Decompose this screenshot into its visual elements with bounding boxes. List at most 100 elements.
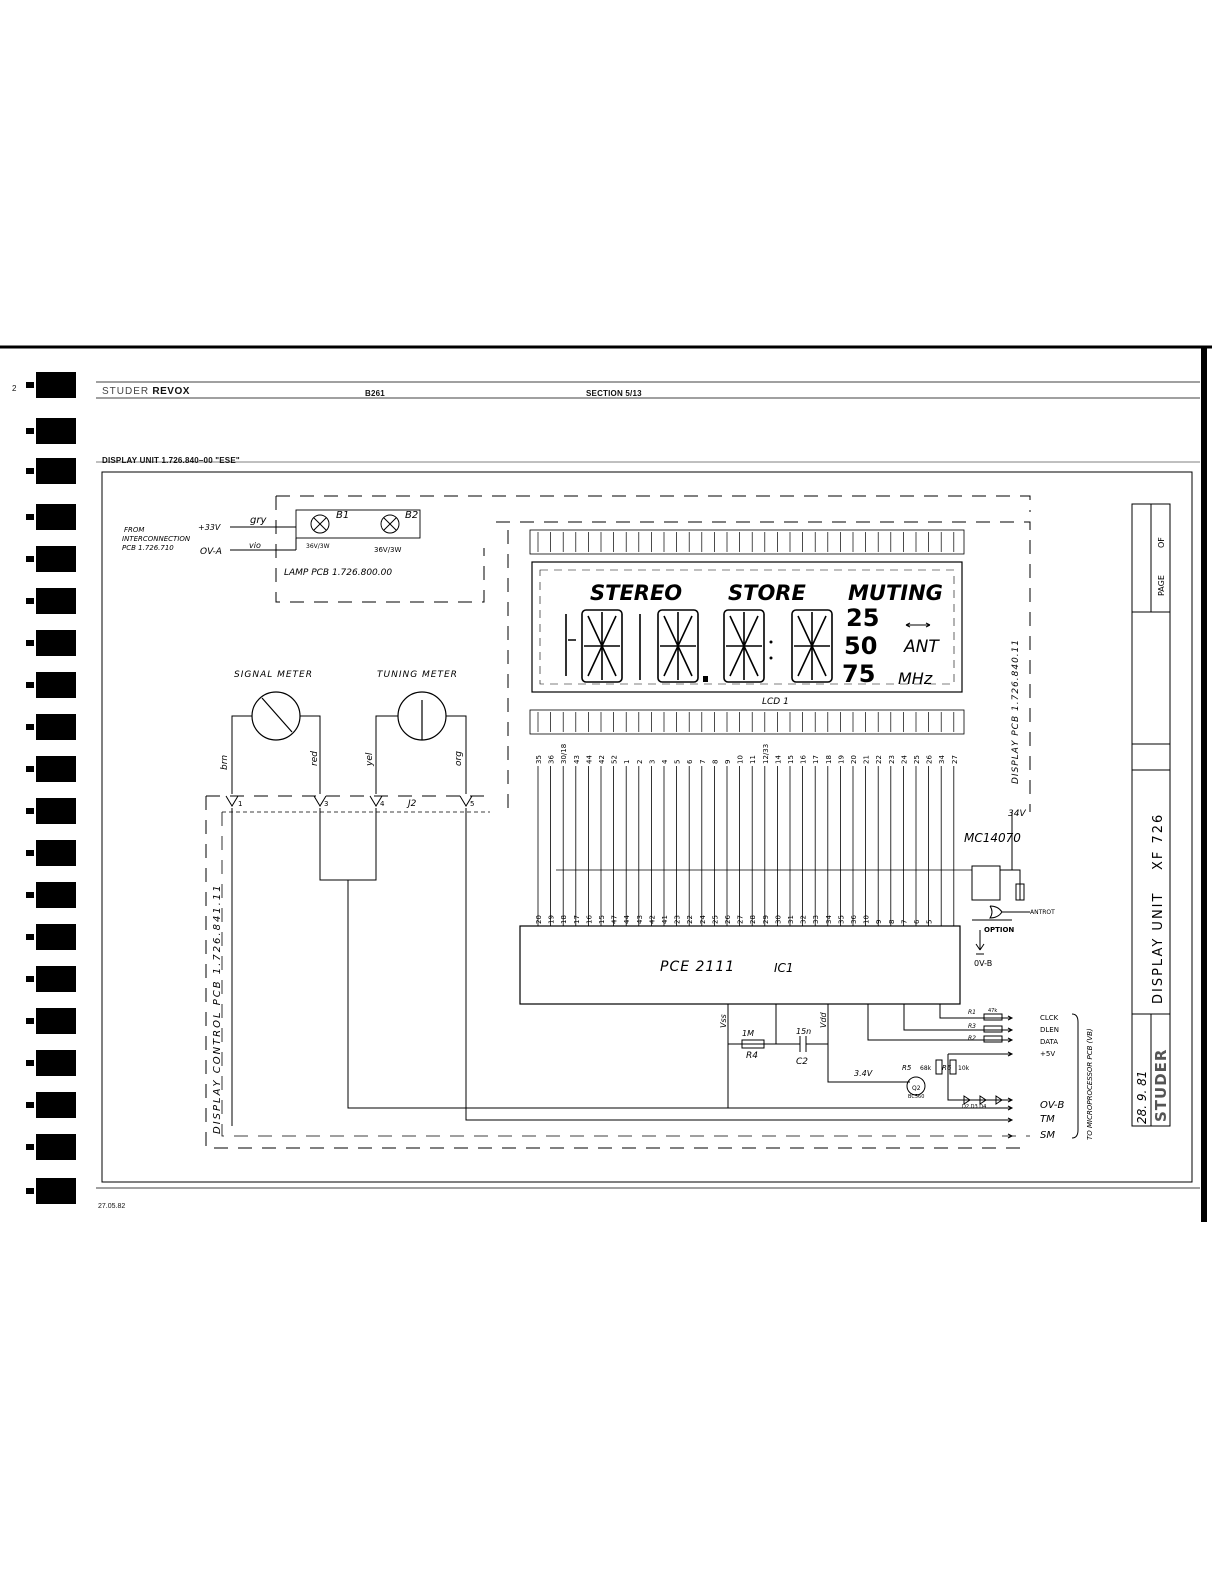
wire-yel-label: yel (365, 752, 375, 767)
brand-revox: REVOX (152, 386, 190, 397)
lcd-mhz-indicator: MHz (898, 669, 933, 688)
title-of-label: OF (1157, 537, 1166, 548)
meter-pin-label: 4 (380, 800, 385, 808)
v34-bottom-label: 3.4V (854, 1069, 873, 1078)
ic-pin-number: 44 (623, 915, 631, 924)
ic-pin-number: 30 (774, 915, 782, 924)
ic-pin-number: 25 (711, 915, 719, 924)
meter-pin-label: 5 (470, 800, 474, 808)
meter-pin-label: 1 (238, 800, 242, 808)
ic-pin-number: 19 (548, 915, 556, 924)
lcd-pin-number: 6 (686, 759, 694, 764)
ic-pin-number: 18 (560, 915, 568, 924)
binder-hole (26, 546, 76, 572)
ic-pin-number: 17 (573, 915, 581, 924)
ic-pin-number: 26 (724, 915, 732, 924)
ic1-chip (519, 925, 961, 1005)
wire-red-label: red (310, 751, 320, 766)
diodes-label: D2 D3 D4 (962, 1104, 986, 1110)
lcd-pin-number: 8 (711, 760, 719, 764)
signal-tm: TM (1040, 1114, 1055, 1125)
antrot-label: ANTROT (1030, 909, 1055, 916)
footer-date: 27.05.82 (98, 1203, 126, 1210)
c2-label: C2 (796, 1057, 808, 1067)
r5-value: 68k (920, 1065, 932, 1072)
lcd-pin-number: 52 (611, 755, 619, 764)
ic-pin-number: 7 (900, 920, 908, 924)
brand-logo: STUDER REVOX (102, 386, 190, 397)
title-model: XF 726 (1151, 813, 1166, 870)
model-number: B261 (365, 389, 385, 398)
lcd-50-indicator: 50 (844, 632, 877, 660)
lcd-pin-number: 43 (573, 755, 581, 764)
lcd-pin-number: 16 (800, 755, 808, 764)
lcd-pin-number: 30/18 (560, 744, 568, 764)
signal-data: DATA (1040, 1038, 1058, 1046)
q2-type: BC560 (908, 1094, 924, 1100)
c2-value: 15n (796, 1027, 811, 1036)
binder-hole (26, 1178, 76, 1204)
binder-hole (26, 924, 76, 950)
option-label: OPTION (984, 926, 1014, 934)
q2-label: Q2 (912, 1085, 921, 1092)
ic-pin-number: 29 (762, 915, 770, 924)
lcd-pin-number: 35 (535, 755, 543, 764)
vdd-label: Vdd (819, 1011, 828, 1028)
lcd-75-indicator: 75 (842, 660, 875, 688)
control-pcb-label: DISPLAY CONTROL PCB 1.726.841.11 (212, 883, 223, 1134)
signal-meter (231, 691, 321, 794)
ic-pin-number: 22 (686, 915, 694, 924)
binder-hole (26, 372, 76, 398)
ic-pin-number: 33 (812, 915, 820, 924)
lcd-pin-number: 18 (825, 755, 833, 764)
ovb-label-ic: 0V-B (974, 959, 992, 968)
binder-hole (26, 840, 76, 866)
lcd-pin-number: 4 (661, 759, 669, 764)
binder-hole (26, 756, 76, 782)
ic-pin-number: 42 (648, 915, 656, 924)
lcd-pin-number: 7 (699, 760, 707, 764)
lamp-from-label: PCB 1.726.710 (122, 544, 174, 552)
binder-hole (26, 1050, 76, 1076)
wire-vio-label: vio (249, 541, 261, 550)
lamp-pcb-label: LAMP PCB 1.726.800.00 (284, 568, 392, 578)
signal-sm: SM (1040, 1130, 1055, 1141)
lcd-ant-indicator: ANT (903, 637, 940, 657)
ic-pin-number: 15 (598, 915, 606, 924)
tuning-meter-label: TUNING METER (377, 670, 458, 680)
to-microprocessor-label: TO MICROPROCESSOR PCB (VB) (1086, 1028, 1094, 1140)
lcd-pin-number: 5 (674, 760, 682, 764)
lcd-pin-number: 26 (926, 755, 934, 764)
page-title: DISPLAY UNIT 1.726.840–00 "ESE" (102, 456, 240, 465)
binder-hole (26, 1134, 76, 1160)
binder-hole (26, 418, 76, 444)
binder-hole (26, 588, 76, 614)
lcd-pin-number: 42 (598, 755, 606, 764)
wire-gry-label: gry (250, 515, 267, 526)
v34-label: 34V (1008, 809, 1026, 819)
lcd-pin-number: 34 (938, 755, 946, 764)
lamp-from-label: INTERCONNECTION (122, 535, 191, 543)
ic-pin-number: 41 (661, 915, 669, 924)
lcd-pin-number: 23 (888, 755, 896, 764)
display-control-pcb (205, 795, 1030, 1149)
lcd-pin-strip (537, 532, 955, 552)
binder-hole (26, 630, 76, 656)
r6-label: R6 (942, 1064, 952, 1072)
lcd-pin-strip (537, 712, 955, 732)
r3-label: R3 (968, 1023, 976, 1030)
ic-pin-number: 24 (699, 915, 707, 924)
signal-5v: +5V (1040, 1050, 1055, 1058)
ic-pin-number: 28 (749, 915, 757, 924)
lamp-pcb (230, 495, 1031, 603)
ic-pin-number: 10 (863, 915, 871, 924)
lcd-pin-number: 10 (737, 755, 745, 764)
lcd-pin-number: 36 (548, 755, 556, 764)
ic-pin-number: 32 (800, 915, 808, 924)
binder-hole (26, 1008, 76, 1034)
lcd-pin-number: 19 (837, 755, 845, 764)
lcd-muting-indicator: MUTING (848, 581, 943, 605)
signal-ovb: OV-B (1040, 1100, 1064, 1111)
title-date: 28. 9. 81 (1135, 1071, 1149, 1124)
